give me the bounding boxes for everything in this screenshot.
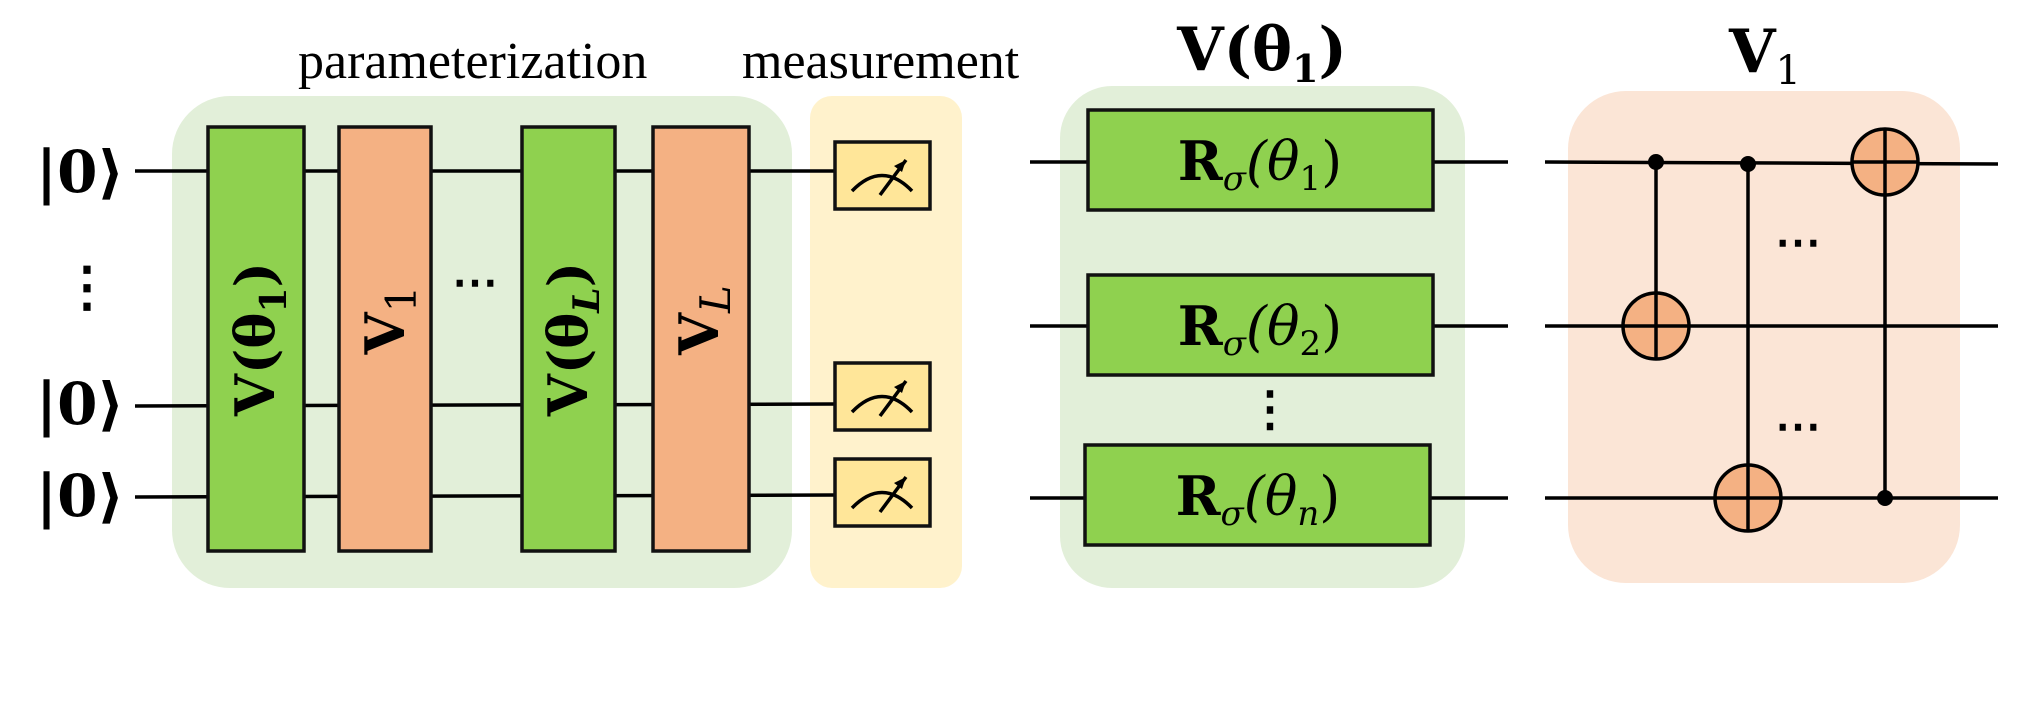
control-dot (1740, 156, 1756, 172)
svg-text:V(θ1): V(θ1) (223, 262, 295, 417)
svg-text:VL: VL (667, 285, 740, 356)
entangle-detail-panel: V1 ⋯ ⋯ (1544, 17, 1999, 583)
parameterization-label: parameterization (298, 33, 647, 90)
svg-text:V1: V1 (353, 286, 426, 356)
gate-v-l-main: V (667, 312, 731, 356)
svg-text:Rσ(θ1): Rσ(θ1) (1178, 129, 1342, 199)
svg-text:Rσ(θn): Rσ(θn) (1176, 464, 1341, 534)
gate-v-theta-l-sub: L (566, 287, 608, 313)
svg-text:Rσ(θ2): Rσ(θ2) (1178, 294, 1342, 364)
control-dot (1877, 490, 1893, 506)
gate-v-theta-1-sub: 1 (253, 288, 295, 313)
gate-v-theta-l-tail: ) (536, 262, 600, 288)
ket-zero-bottom: |0⟩ (36, 462, 124, 530)
svg-text:V(θL): V(θL) (536, 262, 608, 417)
circuit-panel: parameterization measurement |0⟩ ⋮ |0⟩ |… (36, 33, 1020, 588)
gate-v-1-main: V (353, 311, 417, 355)
gate-v-theta-1: V(θ1) (206, 125, 306, 553)
rotation-ellipsis: ⋮ (1246, 381, 1294, 437)
cnot-gate-1 (1621, 154, 1691, 361)
measurement-meter-top (833, 140, 932, 211)
parameterization-background (172, 96, 792, 588)
control-dot (1648, 154, 1664, 170)
gate-v-l-sub: L (691, 285, 740, 314)
rotation-gate-1: Rσ(θ1) (1086, 108, 1435, 212)
rotation-gate-2: Rσ(θ2) (1086, 273, 1435, 377)
gate-v-l: VL (651, 125, 751, 553)
cnot-gate-3 (1850, 127, 1920, 506)
rotation-gate-n: Rσ(θn) (1083, 443, 1432, 547)
ket-zero-top: |0⟩ (36, 138, 124, 206)
entangle-ellipsis-top: ⋯ (1775, 215, 1823, 269)
measurement-meter-bottom (833, 457, 932, 528)
cnot-gate-2 (1713, 156, 1783, 533)
entangle-wire-1 (1544, 160, 1999, 166)
param-detail-panel: V(θ1) Rσ(θ1) Rσ(θ2) ⋮ Rσ(θn) (1030, 15, 1508, 588)
ket-zero-middle: |0⟩ (36, 370, 124, 438)
gate-v-1: V1 (337, 125, 433, 553)
gate-v-theta-1-tail: ) (223, 262, 287, 288)
gate-v-theta-l-main: V(θ (536, 313, 600, 417)
param-detail-title: V(θ1) (1176, 15, 1347, 91)
entangle-detail-background (1568, 91, 1960, 583)
entangle-ellipsis-bottom: ⋯ (1775, 399, 1823, 453)
measurement-label: measurement (742, 33, 1020, 90)
entangle-detail-title: V1 (1728, 17, 1801, 94)
ket-ellipsis: ⋮ (60, 254, 114, 318)
gate-v-1-sub: 1 (377, 286, 426, 313)
measurement-meter-middle (833, 361, 932, 432)
gate-ellipsis: ⋯ (452, 255, 500, 309)
gate-v-theta-1-main: V(θ (223, 313, 287, 417)
gate-v-theta-l: V(θL) (520, 125, 617, 553)
